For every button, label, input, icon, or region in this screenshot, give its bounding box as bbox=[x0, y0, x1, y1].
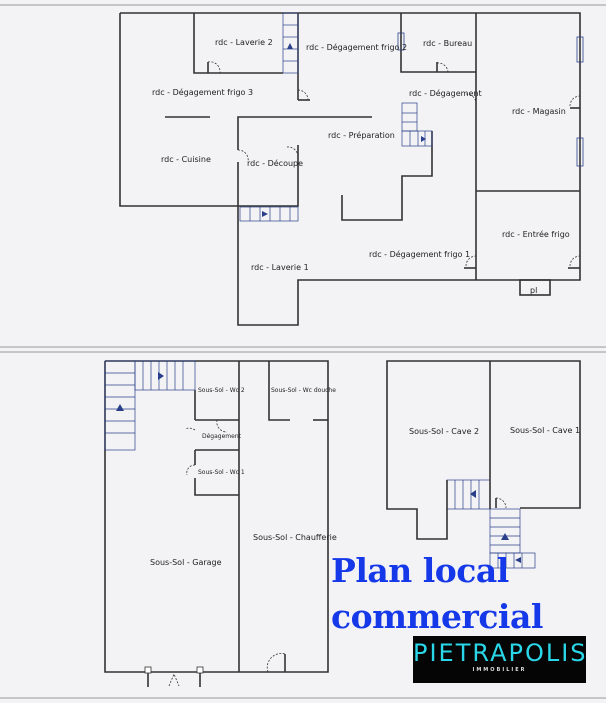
room-label: rdc - Magasin bbox=[512, 107, 566, 116]
room-label: rdc - Préparation bbox=[328, 130, 395, 140]
wall bbox=[120, 12, 581, 281]
plan-title-line1: Plan local bbox=[331, 551, 509, 590]
plan-title-line2: commercial bbox=[331, 597, 543, 636]
room-label: rdc - Cuisine bbox=[161, 155, 211, 164]
basement-plan: Sous-Sol - Wc 2 Sous-Sol - Wc douche Dég… bbox=[104, 360, 581, 687]
pietrapolis-logo: PIETRAPOLIS IMMOBILIER bbox=[413, 636, 586, 683]
stairs bbox=[239, 12, 433, 222]
room-label: rdc - Découpe bbox=[247, 158, 303, 168]
wall bbox=[104, 360, 329, 673]
pl-box bbox=[519, 279, 551, 296]
wall bbox=[237, 116, 372, 150]
room-label: rdc - Entrée frigo bbox=[502, 229, 570, 239]
room-label: rdc - Dégagement frigo 1 bbox=[369, 249, 470, 259]
wall bbox=[268, 361, 290, 421]
room-label: Sous-Sol - Wc 1 bbox=[198, 469, 245, 476]
room-label: Sous-Sol - Wc douche bbox=[271, 387, 336, 394]
plan-title: Plan local commercial bbox=[331, 548, 543, 640]
room-label: Sous-Sol - Garage bbox=[150, 558, 222, 567]
room-label: Sous-Sol - Chaufferie bbox=[253, 533, 337, 542]
room-label: rdc - Dégagement frigo 2 bbox=[306, 42, 407, 52]
wall bbox=[341, 131, 433, 221]
windows bbox=[397, 32, 584, 167]
room-label: rdc - Laverie 1 bbox=[251, 263, 309, 272]
room-label: Dégagement bbox=[202, 433, 242, 440]
wall bbox=[237, 162, 476, 326]
logo-name: PIETRAPOLIS bbox=[413, 639, 588, 667]
room-label: Sous-Sol - Wc 2 bbox=[198, 387, 245, 394]
stairs bbox=[104, 360, 536, 569]
wall bbox=[386, 360, 581, 540]
doors bbox=[207, 61, 581, 269]
wall bbox=[194, 478, 239, 496]
room-label: Sous-Sol - Cave 1 bbox=[510, 426, 580, 435]
room-label: rdc - Laverie 2 bbox=[215, 38, 273, 47]
room-label: rdc - Bureau bbox=[423, 39, 472, 48]
room-label: Sous-Sol - Cave 2 bbox=[409, 427, 479, 436]
logo-subtitle: IMMOBILIER bbox=[472, 667, 527, 673]
ground-floor-plan: rdc - Laverie 2 rdc - Dégagement frigo 2… bbox=[119, 12, 584, 326]
doors bbox=[144, 419, 507, 687]
room-label: rdc - Dégagement frigo 3 bbox=[152, 87, 253, 97]
wall bbox=[193, 13, 283, 74]
room-label: pl bbox=[530, 286, 537, 295]
wall bbox=[119, 13, 299, 207]
room-label: rdc - Dégagement bbox=[409, 88, 482, 98]
